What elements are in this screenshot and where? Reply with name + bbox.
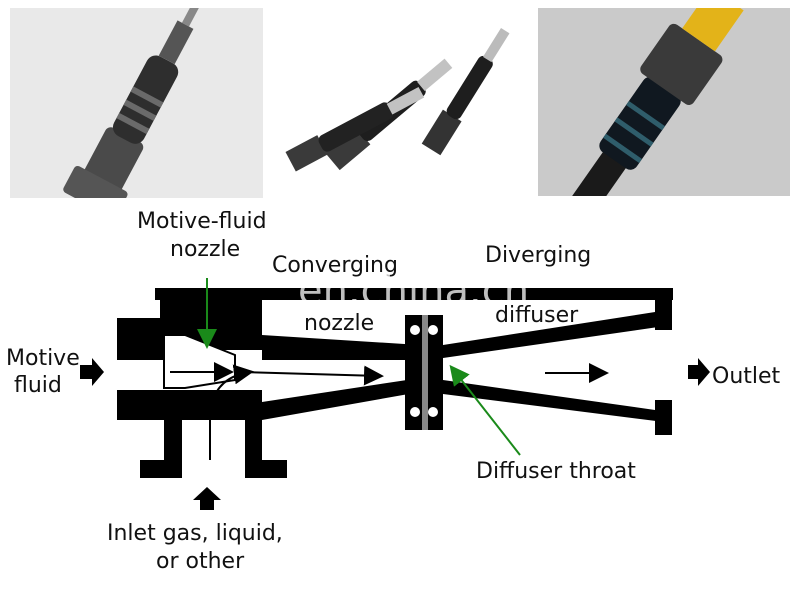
photo-injector-left: [10, 8, 263, 198]
housing-top: [160, 300, 420, 360]
photo-injector-right: [538, 8, 790, 196]
label-converging-2: nozzle: [304, 311, 374, 336]
leader-diffuser-throat: [449, 364, 521, 456]
inlet-flange-top: [117, 318, 164, 360]
label-diverging-2: diffuser: [495, 303, 579, 328]
label-inlet-2: or other: [156, 549, 245, 574]
label-inlet-1: Inlet gas, liquid,: [107, 521, 283, 546]
outlet-arrow-icon: [688, 358, 710, 386]
photo-injectors-middle: [272, 8, 532, 198]
bolt-icon: [428, 407, 438, 417]
diagram-top-band: [155, 288, 673, 300]
flow-arrow-mixed: [239, 365, 384, 386]
inlet-flange-bottom: [117, 390, 164, 420]
watermark: en.china.cn: [298, 268, 529, 314]
inlet-arrow-icon: [193, 487, 221, 510]
bolt-icon: [410, 325, 420, 335]
bolt-icon: [410, 407, 420, 417]
outlet-flange-top: [655, 300, 672, 330]
label-outlet: Outlet: [712, 364, 781, 389]
label-motive-fluid-2: fluid: [14, 373, 62, 398]
throat-gasket: [422, 315, 428, 430]
label-motive-fluid-nozzle-1: Motive-fluid: [137, 209, 267, 234]
diffuser-bottom: [443, 380, 672, 423]
label-diffuser-throat: Diffuser throat: [476, 459, 636, 484]
label-motive-fluid-1: Motive: [6, 346, 80, 371]
label-converging-1: Converging: [272, 253, 398, 278]
outlet-flange-bottom: [655, 400, 672, 435]
bolt-icon: [428, 325, 438, 335]
flow-arrow-suction: [209, 364, 254, 460]
label-motive-fluid-nozzle-2: nozzle: [170, 237, 240, 262]
label-diverging-1: Diverging: [485, 243, 591, 268]
housing-bottom: [140, 378, 420, 478]
diffuser-top: [443, 312, 672, 358]
motive-fluid-arrow-icon: [80, 358, 104, 386]
